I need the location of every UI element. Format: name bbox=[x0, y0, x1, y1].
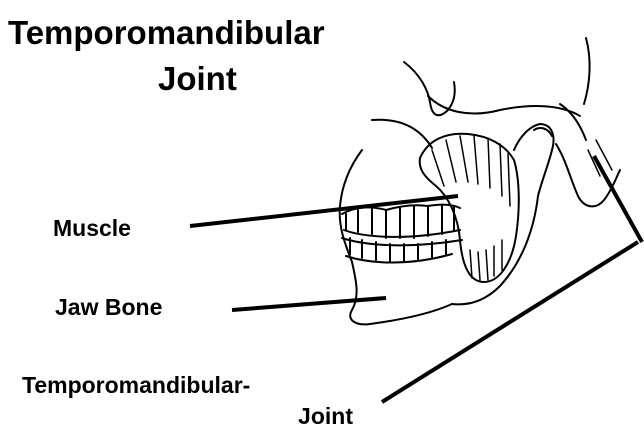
skull-back-contour bbox=[584, 38, 590, 104]
label-tmj-line-1: Temporomandibular- bbox=[22, 370, 388, 401]
muscle-leader-line bbox=[190, 196, 458, 226]
ear-contour bbox=[556, 144, 620, 206]
skull-outline bbox=[404, 62, 455, 115]
label-tmj: Temporomandibular- Joint bbox=[22, 370, 388, 432]
ramus bbox=[452, 196, 538, 304]
cheekbone-contour bbox=[372, 120, 432, 148]
jaw-bone-leader-line bbox=[232, 298, 386, 310]
label-tmj-line-2: Joint bbox=[22, 401, 388, 432]
label-muscle: Muscle bbox=[53, 214, 131, 242]
label-jaw-bone: Jaw Bone bbox=[55, 293, 162, 321]
condyle bbox=[514, 124, 554, 196]
tmj-bracket-line bbox=[594, 156, 642, 242]
jaw-bone-outline bbox=[350, 262, 452, 324]
tmj-leader-line bbox=[382, 242, 638, 402]
lower-teeth bbox=[342, 238, 462, 245]
